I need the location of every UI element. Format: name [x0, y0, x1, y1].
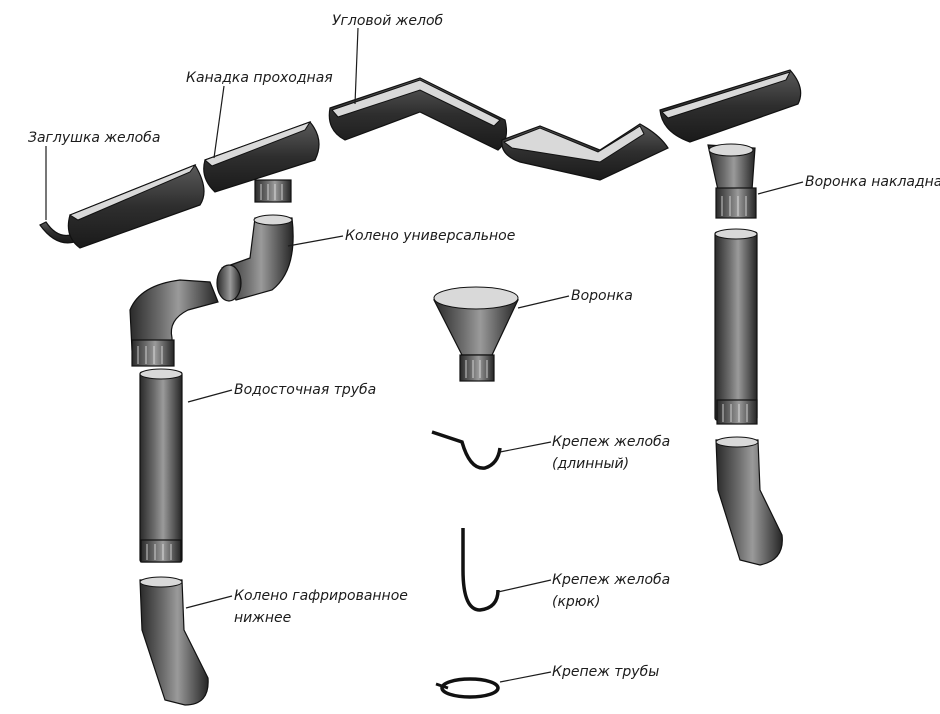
funnel — [433, 286, 519, 382]
label-corrugated-elbow-2: нижнее — [234, 610, 291, 626]
bracket-long — [431, 430, 502, 470]
gutter-section-left — [67, 163, 205, 249]
corner-gutter — [328, 77, 508, 151]
label-bracket-long-2: (длинный) — [552, 456, 629, 472]
pipe-clamp — [435, 677, 500, 699]
corrugated-lower-elbow — [139, 576, 209, 706]
label-gutter-cap: Заглушка желоба — [28, 130, 160, 146]
label-funnel: Воронка — [571, 288, 633, 304]
right-lower-elbow — [715, 436, 783, 566]
label-corrugated-elbow-1: Колено гафрированное — [234, 588, 408, 604]
label-gutter-connector: Канадка проходная — [186, 70, 333, 86]
connector-outlet-ribs — [260, 184, 283, 200]
gutter-section-right — [659, 69, 802, 143]
right-pipe-ribs — [722, 404, 748, 422]
left-pipe-ribs — [146, 544, 172, 560]
gutter-connector — [203, 121, 320, 203]
bracket-hook — [461, 528, 500, 612]
label-downpipe: Водосточная труба — [234, 382, 376, 398]
corner-gutter-right — [501, 123, 669, 181]
universal-elbow — [216, 214, 294, 302]
leader-lines — [45, 27, 804, 683]
upper-corrugated-elbow — [129, 279, 219, 367]
right-downpipe — [714, 228, 758, 425]
upper-elbow-ribs — [137, 346, 163, 364]
label-bracket-long-1: Крепеж желоба — [552, 434, 670, 450]
label-corner-gutter: Угловой желоб — [332, 13, 444, 29]
overlay-funnel — [707, 143, 757, 219]
funnel-ribs — [465, 360, 488, 378]
label-pipe-clamp: Крепеж трубы — [552, 664, 659, 680]
label-bracket-hook-1: Крепеж желоба — [552, 572, 670, 588]
label-overlay-funnel: Воронка накладная — [805, 174, 940, 190]
label-universal-elbow: Колено универсальное — [345, 228, 515, 244]
label-bracket-hook-2: (крюк) — [552, 594, 601, 610]
overlay-funnel-ribs — [721, 196, 747, 216]
left-downpipe — [139, 368, 183, 563]
